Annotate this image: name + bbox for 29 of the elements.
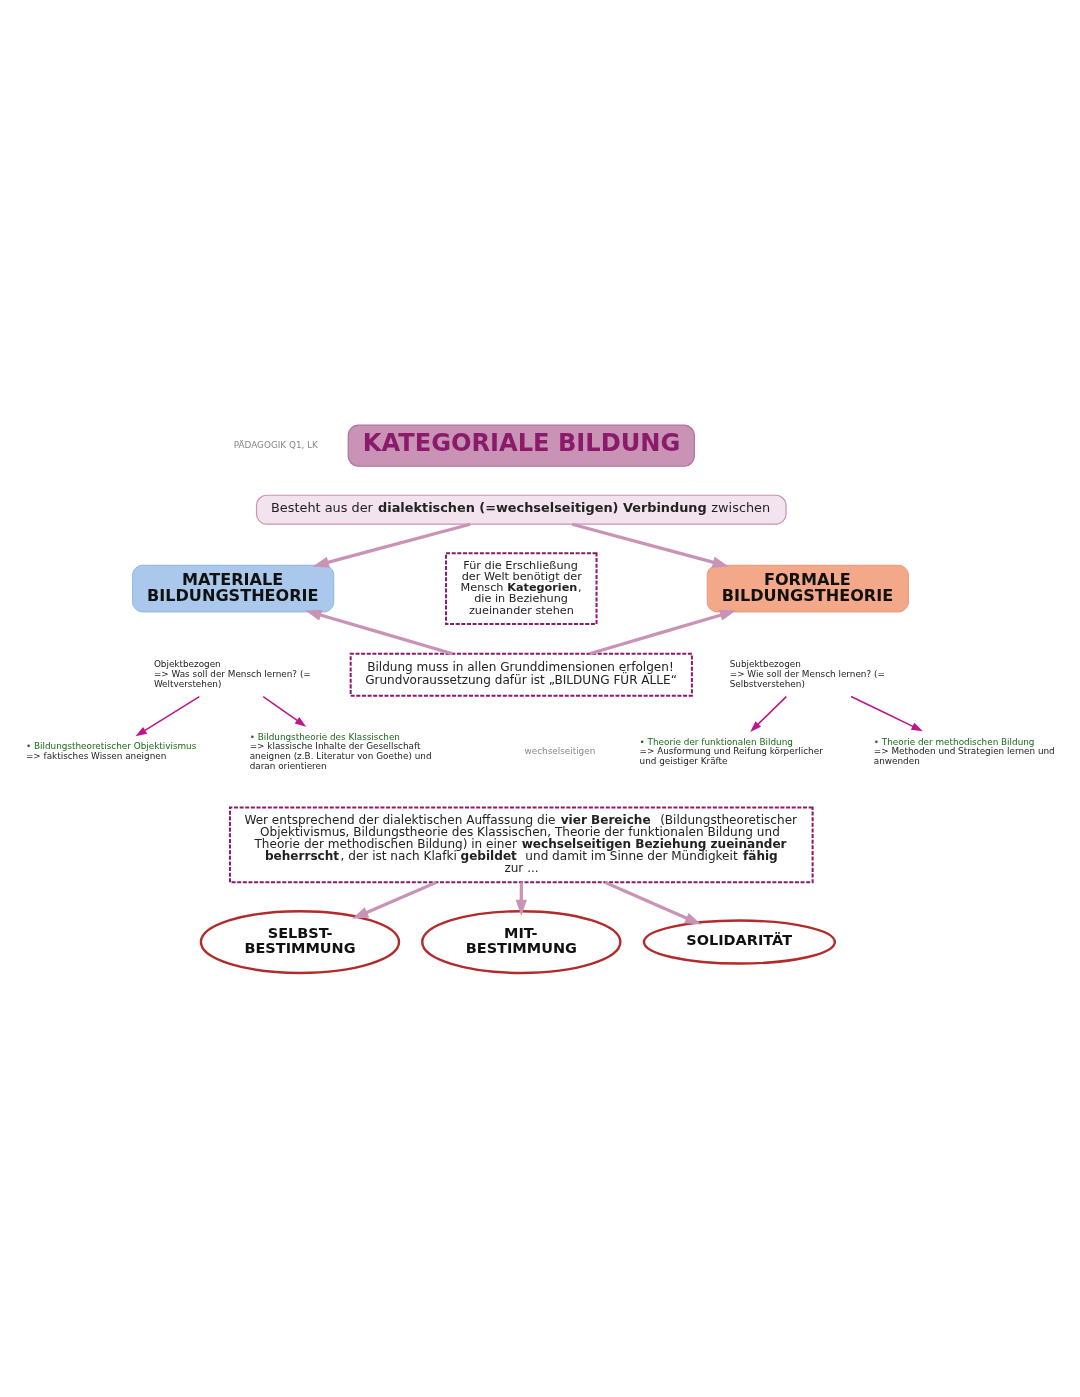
- node-ellipse: SELBST- BESTIMMUNG: [199, 909, 401, 974]
- arrow: [305, 609, 453, 655]
- arrow: [589, 609, 737, 655]
- node-box: Besteht aus der dialektischen (=wechselseitigen) Verbindung zwischen: [255, 494, 787, 525]
- arrow: [312, 522, 471, 568]
- arrow: [135, 695, 201, 736]
- node-box: KATEGORIALE BILDUNG: [347, 424, 695, 467]
- node-text: Objektbezogen => Was soll der Mensch lernen? (= Weltverstehen): [153, 658, 311, 689]
- node-box: Bildung muss in allen Grunddimensionen erfolgen! Grundvoraussetzung dafür ist „BILDUNG FÜR ALLE“: [349, 652, 693, 697]
- node-text: Subjektbezogen => Wie soll der Mensch lernen? (= Selbstverstehen): [729, 658, 885, 689]
- label: wechselseitigen: [524, 745, 596, 756]
- node-text: • Theorie der funktionalen Bildung => Ausformung und Reifung körperlicher und geistiger Kräfte: [639, 736, 823, 766]
- node-ellipse: SOLIDARITÄT: [642, 918, 837, 965]
- node-box: MATERIALE BILDUNGSTHEORIE: [132, 564, 335, 612]
- node-box: FORMALE BILDUNGSTHEORIE: [706, 564, 909, 612]
- arrow: [515, 881, 527, 916]
- arrow: [262, 695, 307, 727]
- arrow: [571, 522, 729, 568]
- node-text: • Bildungstheoretischer Objektivismus => faktisches Wissen aneignen: [25, 740, 197, 761]
- node-box: Wer entsprechend der dialektischen Auffassung die vier Bereiche (Bildungstheoretischer Objektivismus, Bildungstheorie des Klassischen, Theorie der funktionalen Bildung und Theorie der methodischen Bildung) in einer wechselseitigen Beziehung zueinander beherrscht, der ist nach Klafki gebildet und damit im Sinne der Mündigkeit fähig zur ...: [228, 806, 814, 883]
- arrow: [352, 880, 437, 919]
- label: PÄDAGOGIK Q1, LK: [233, 439, 318, 450]
- node-box: Für die Erschließung der Welt benötigt der Mensch Kategorien, die in Beziehung zueinander stehen: [445, 551, 598, 625]
- arrow: [850, 695, 923, 731]
- node-text: • Bildungstheorie des Klassischen => klassische Inhalte der Gesellschaft aneignen (z.B. Literatur von Goethe) und daran orientieren: [249, 731, 432, 771]
- arrow: [604, 880, 702, 925]
- arrow: [750, 695, 788, 732]
- node-ellipse: MIT- BESTIMMUNG: [421, 909, 622, 974]
- node-text: • Theorie der methodischen Bildung => Methoden und Strategien lernen und anwenden: [873, 736, 1055, 766]
